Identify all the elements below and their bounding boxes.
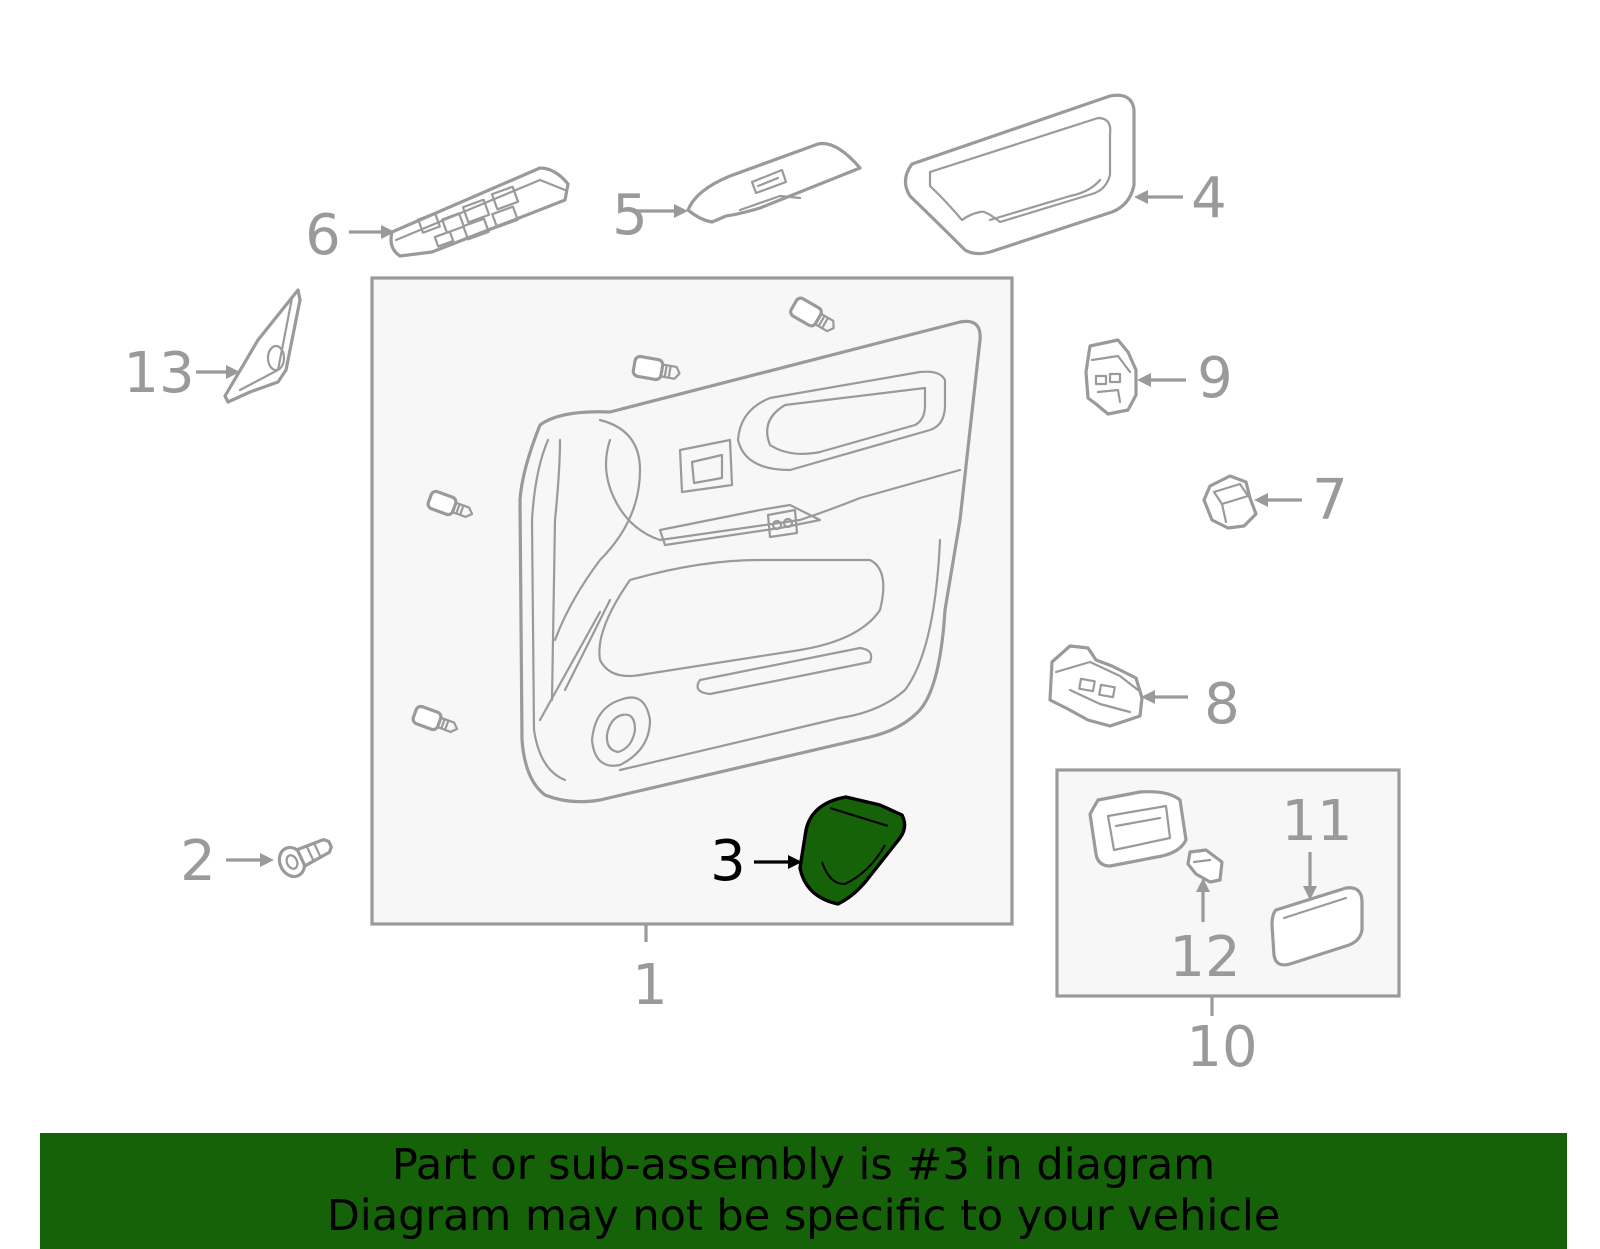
part-4-armrest-bezel <box>903 93 1136 256</box>
callout-1[interactable]: 1 <box>632 953 668 1018</box>
assembly-box-1 <box>370 276 1014 926</box>
part-11-handle-bezel <box>1270 886 1364 967</box>
part-8-switch-assembly <box>1048 644 1144 728</box>
part-12-clip <box>1186 848 1224 884</box>
leader-arrows <box>196 190 1317 922</box>
clip-fastener-left-upper <box>426 489 474 519</box>
callout-12[interactable]: 12 <box>1169 925 1240 990</box>
info-banner: Part or sub-assembly is #3 in diagram Di… <box>40 1133 1567 1249</box>
part-9-switch <box>1084 338 1138 416</box>
part-10-inside-handle <box>1088 790 1188 868</box>
callout-11[interactable]: 11 <box>1281 789 1352 854</box>
highlighted-part-3-cover[interactable] <box>798 795 907 906</box>
callout-13[interactable]: 13 <box>123 341 194 406</box>
callout-7[interactable]: 7 <box>1312 468 1348 533</box>
banner-line-part-info: Part or sub-assembly is #3 in diagram <box>391 1140 1216 1190</box>
callout-6[interactable]: 6 <box>305 203 341 268</box>
part-5-window-switch <box>686 141 862 224</box>
callout-9[interactable]: 9 <box>1197 346 1233 411</box>
door-trim-panel <box>518 319 982 804</box>
banner-line-disclaimer: Diagram may not be specific to your vehi… <box>326 1191 1281 1241</box>
clip-fastener-left-lower <box>411 704 459 734</box>
callout-4[interactable]: 4 <box>1191 166 1227 231</box>
callout-8[interactable]: 8 <box>1204 672 1240 737</box>
callout-5[interactable]: 5 <box>612 183 648 248</box>
callout-10[interactable]: 10 <box>1186 1015 1257 1080</box>
leader-arrow-3 <box>754 855 802 869</box>
clip-fastener-mid <box>631 354 681 382</box>
callout-3[interactable]: 3 <box>710 829 746 894</box>
part-6-power-window-switch <box>389 166 570 258</box>
part-2-clip <box>277 837 333 879</box>
clip-fastener-top <box>789 296 835 333</box>
callout-2[interactable]: 2 <box>180 829 216 894</box>
part-7-switch <box>1202 474 1258 530</box>
part-13-corner-cover <box>223 288 302 404</box>
